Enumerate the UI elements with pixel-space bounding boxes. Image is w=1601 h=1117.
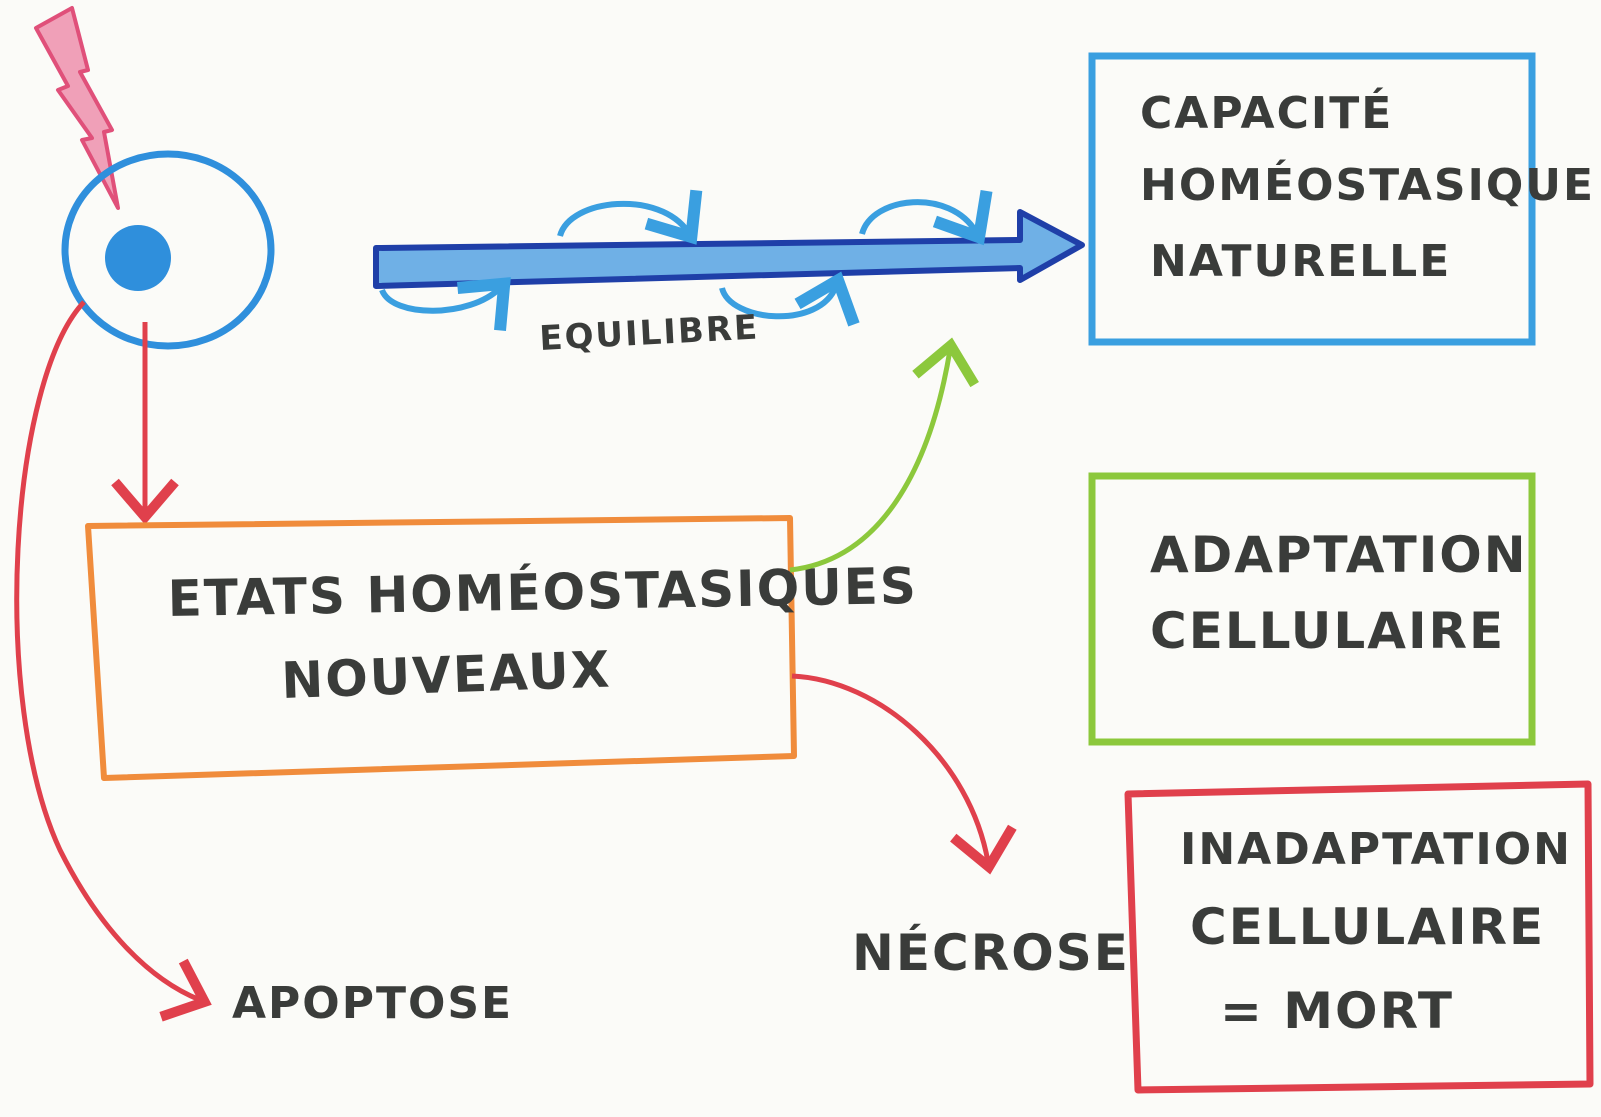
box-natural-line3: NATURELLE: [1150, 236, 1451, 287]
box-new-states-line2: NOUVEAUX: [280, 641, 612, 710]
box-natural-line2: HOMÉOSTASIQUE: [1140, 158, 1595, 211]
equilibrium-loop: [557, 189, 703, 245]
box-adaptation-line1: ADAPTATION: [1150, 526, 1528, 584]
cell-nucleus: [105, 225, 171, 291]
box-natural-line1: CAPACITÉ: [1140, 86, 1393, 139]
cell-icon: [61, 150, 275, 350]
equilibre-label: EQUILIBRE: [538, 308, 760, 359]
box-natural-homeostasis: CAPACITÉ HOMÉOSTASIQUE NATURELLE: [1088, 52, 1595, 346]
arrow-cell-to-apoptose: [14, 300, 212, 1022]
lightning-bolt-icon: [34, 6, 120, 210]
box-inadaptation-line3: = MORT: [1220, 982, 1454, 1040]
box-cell-inadaptation-death: INADAPTATION CELLULAIRE = MORT: [1124, 780, 1594, 1094]
box-adaptation-line2: CELLULAIRE: [1150, 602, 1505, 660]
necrose-label: NÉCROSE: [852, 923, 1130, 982]
apoptose-label: APOPTOSE: [232, 978, 513, 1029]
box-cell-adaptation: ADAPTATION CELLULAIRE: [1088, 472, 1536, 746]
box-new-homeostatic-states: ETATS HOMÉOSTASIQUES NOUVEAUX: [85, 515, 918, 781]
arrow-new-states-to-necrose: [791, 673, 1017, 875]
equilibrium-loop: [719, 271, 860, 327]
box-inadaptation-line1: INADAPTATION: [1180, 824, 1572, 875]
arrow-new-states-to-natural: [789, 337, 979, 573]
box-inadaptation-line2: CELLULAIRE: [1190, 898, 1545, 956]
equilibrium-loop: [379, 277, 511, 331]
equilibrium-loop: [859, 189, 993, 246]
equilibrium-arrow: [373, 189, 1085, 331]
